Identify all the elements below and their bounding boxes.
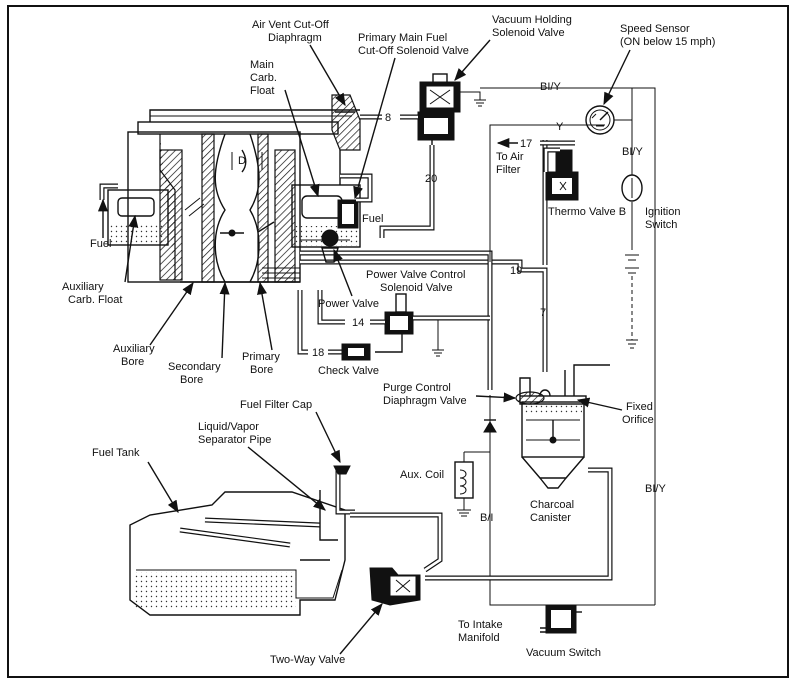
svg-text:Solenoid Valve: Solenoid Valve	[380, 282, 453, 294]
label-thermo-valve: Thermo Valve B	[548, 206, 626, 218]
svg-text:Diaphragm: Diaphragm	[268, 32, 322, 44]
label-to-intake: To Intake Manifold	[458, 619, 503, 644]
label-power-valve: Power Valve	[318, 298, 379, 310]
label-bi-y-bottom: BI/Y	[645, 483, 666, 495]
svg-text:Secondary: Secondary	[168, 361, 221, 373]
aux-coil	[454, 451, 490, 517]
label-liquid-vapor: Liquid/Vapor Separator Pipe	[198, 421, 271, 446]
label-air-vent: Air Vent Cut-Off Diaphragm	[252, 19, 330, 44]
svg-text:Bore: Bore	[250, 364, 273, 376]
label-main-carb-float: Main Carb. Float	[250, 59, 277, 97]
svg-text:Bore: Bore	[121, 356, 144, 368]
two-way-valve	[369, 567, 421, 606]
label-fixed-orifice: Fixed Orifice	[622, 401, 654, 426]
hose-number-18: 18	[312, 347, 324, 359]
hose-number-20: 20	[425, 173, 437, 185]
svg-text:Orifice: Orifice	[622, 414, 654, 426]
vacuum-holding-solenoid-valve	[417, 73, 486, 160]
hose-number-7: 7	[540, 307, 546, 319]
primary-main-fuel-cut-off-solenoid	[337, 173, 373, 229]
svg-text:Power Valve Control: Power Valve Control	[366, 269, 465, 281]
air-vent-cut-off-diaphragm	[331, 94, 361, 185]
vapor-pipe	[350, 512, 443, 573]
hose-number-8: 8	[385, 112, 391, 124]
page-frame	[7, 5, 789, 678]
label-primary-main-fuel: Primary Main Fuel Cut-Off Solenoid Valve	[358, 32, 469, 57]
label-bi-y-mid: BI/Y	[622, 146, 643, 158]
svg-text:Manifold: Manifold	[458, 632, 500, 644]
label-purge-control: Purge Control Diaphragm Valve	[383, 382, 467, 407]
svg-text:Carb.: Carb.	[250, 72, 277, 84]
label-two-way-valve: Two-Way Valve	[270, 654, 345, 666]
svg-text:Float: Float	[250, 85, 274, 97]
svg-text:Ignition: Ignition	[645, 206, 680, 218]
fuel-filter-cap	[333, 465, 355, 515]
wire-bi-y	[480, 87, 656, 605]
fuel-tank	[129, 490, 346, 616]
label-fuel-right: Fuel	[362, 213, 383, 225]
svg-text:Filter: Filter	[496, 164, 521, 176]
svg-text:Fixed: Fixed	[626, 401, 653, 413]
svg-text:Vacuum Holding: Vacuum Holding	[492, 14, 572, 26]
carburetor-body: D	[99, 109, 361, 283]
label-aux-carb-float: Auxiliary Carb. Float	[62, 281, 122, 306]
label-aux-bore: Auxiliary Bore	[113, 343, 155, 368]
svg-text:Main: Main	[250, 59, 274, 71]
label-bi-y-top: BI/Y	[540, 81, 561, 93]
svg-text:Solenoid Valve: Solenoid Valve	[492, 27, 565, 39]
label-check-valve: Check Valve	[318, 365, 379, 377]
label-fuel-filter-cap: Fuel Filter Cap	[240, 399, 312, 411]
svg-text:Charcoal: Charcoal	[530, 499, 574, 511]
speed-sensor-gauge	[585, 105, 615, 135]
purge-control-diaphragm	[515, 391, 545, 405]
label-ignition-switch: Ignition Switch	[645, 206, 680, 231]
svg-text:Diaphragm Valve: Diaphragm Valve	[383, 395, 467, 407]
power-valve-control-solenoid	[375, 293, 444, 357]
charcoal-canister	[519, 364, 610, 489]
svg-text:Canister: Canister	[530, 512, 571, 524]
svg-text:(ON below 15 mph): (ON below 15 mph)	[620, 36, 715, 48]
label-vacuum-holding: Vacuum Holding Solenoid Valve	[492, 14, 572, 39]
hose-20	[379, 145, 435, 238]
thermo-valve-b	[545, 149, 579, 201]
svg-text:To Intake: To Intake	[458, 619, 503, 631]
svg-text:Liquid/Vapor: Liquid/Vapor	[198, 421, 259, 433]
svg-text:Purge Control: Purge Control	[383, 382, 451, 394]
hose-number-17: 17	[520, 138, 532, 150]
label-y-wire: Y	[556, 121, 564, 133]
label-power-valve-control: Power Valve Control Solenoid Valve	[366, 269, 465, 294]
label-fuel-tank: Fuel Tank	[92, 447, 140, 459]
svg-text:Separator Pipe: Separator Pipe	[198, 434, 271, 446]
svg-text:Auxiliary: Auxiliary	[62, 281, 104, 293]
svg-text:Switch: Switch	[645, 219, 677, 231]
ignition-switch	[621, 174, 643, 349]
svg-text:Primary Main Fuel: Primary Main Fuel	[358, 32, 447, 44]
label-to-air-filter: To Air Filter	[496, 151, 524, 176]
svg-text:Auxiliary: Auxiliary	[113, 343, 155, 355]
label-secondary-bore: Secondary Bore	[168, 361, 221, 386]
label-charcoal-canister: Charcoal Canister	[530, 499, 574, 524]
svg-text:Carb. Float: Carb. Float	[68, 294, 122, 306]
svg-text:Bore: Bore	[180, 374, 203, 386]
svg-text:Air Vent Cut-Off: Air Vent Cut-Off	[252, 19, 330, 31]
svg-text:D: D	[238, 155, 246, 167]
svg-text:Speed Sensor: Speed Sensor	[620, 23, 690, 35]
label-aux-coil: Aux. Coil	[400, 469, 444, 481]
hose-number-19: 19	[510, 265, 522, 277]
label-vacuum-switch: Vacuum Switch	[526, 647, 601, 659]
svg-text:Cut-Off Solenoid Valve: Cut-Off Solenoid Valve	[358, 45, 469, 57]
hose-number-14: 14	[352, 317, 364, 329]
label-speed-sensor: Speed Sensor (ON below 15 mph)	[620, 23, 715, 48]
vacuum-switch	[540, 604, 582, 634]
label-primary-bore: Primary Bore	[242, 351, 280, 376]
label-b-i: B/I	[480, 512, 493, 524]
check-valve	[341, 343, 371, 361]
svg-text:Primary: Primary	[242, 351, 280, 363]
diode	[483, 419, 497, 433]
label-fuel-left: Fuel	[90, 238, 111, 250]
svg-text:To Air: To Air	[496, 151, 524, 163]
